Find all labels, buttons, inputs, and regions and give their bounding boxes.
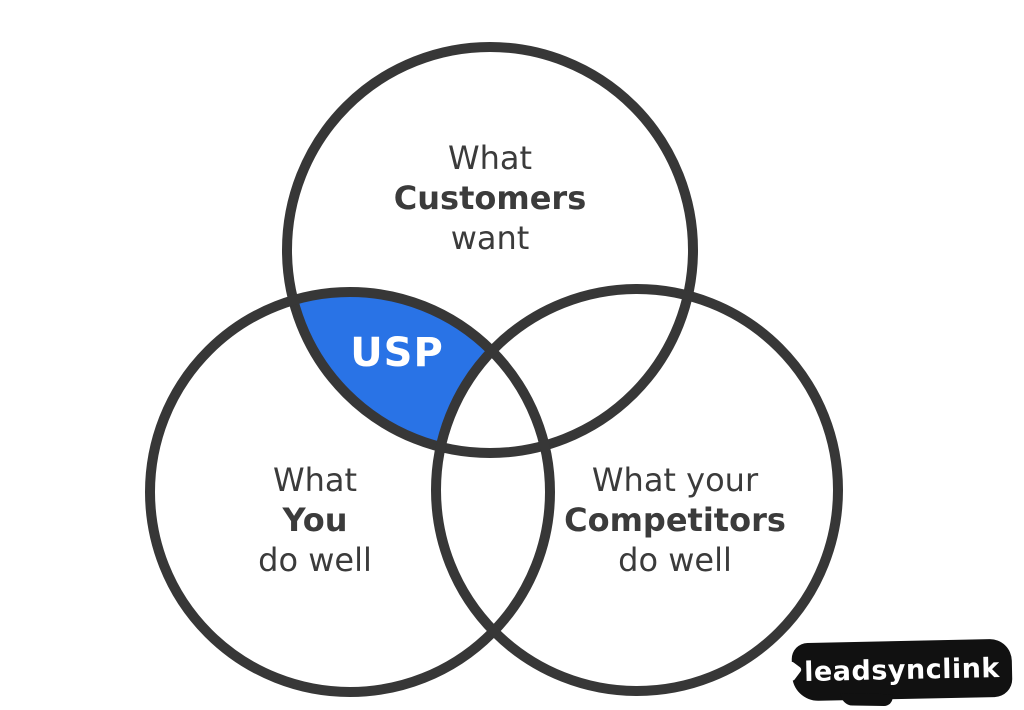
competitors-label-line-3: do well — [618, 541, 732, 579]
competitors-circle-fill — [436, 289, 838, 691]
customers-label-line-3: want — [450, 219, 530, 257]
customers-circle — [282, 42, 698, 458]
you-circle — [145, 287, 555, 697]
competitors-label-line-1: What your — [591, 461, 759, 499]
customers-label-line-1: What — [447, 139, 533, 177]
you-label-line-3: do well — [258, 541, 372, 579]
you-label-line-2: You — [282, 501, 348, 539]
watermark-text: leadsynclink — [803, 652, 1001, 688]
usp-region — [287, 292, 550, 453]
you-label: What You do well — [258, 460, 372, 580]
competitors-label-line-2: Competitors — [564, 501, 786, 539]
you-label-line-1: What — [272, 461, 358, 499]
customers-label: What Customers want — [394, 138, 586, 258]
usp-label: USP — [350, 330, 444, 376]
competitors-label: What your Competitors do well — [564, 460, 786, 580]
customers-label-line-2: Customers — [393, 179, 587, 217]
watermark-badge: leadsynclink — [791, 638, 1013, 702]
competitors-circle — [431, 284, 843, 696]
